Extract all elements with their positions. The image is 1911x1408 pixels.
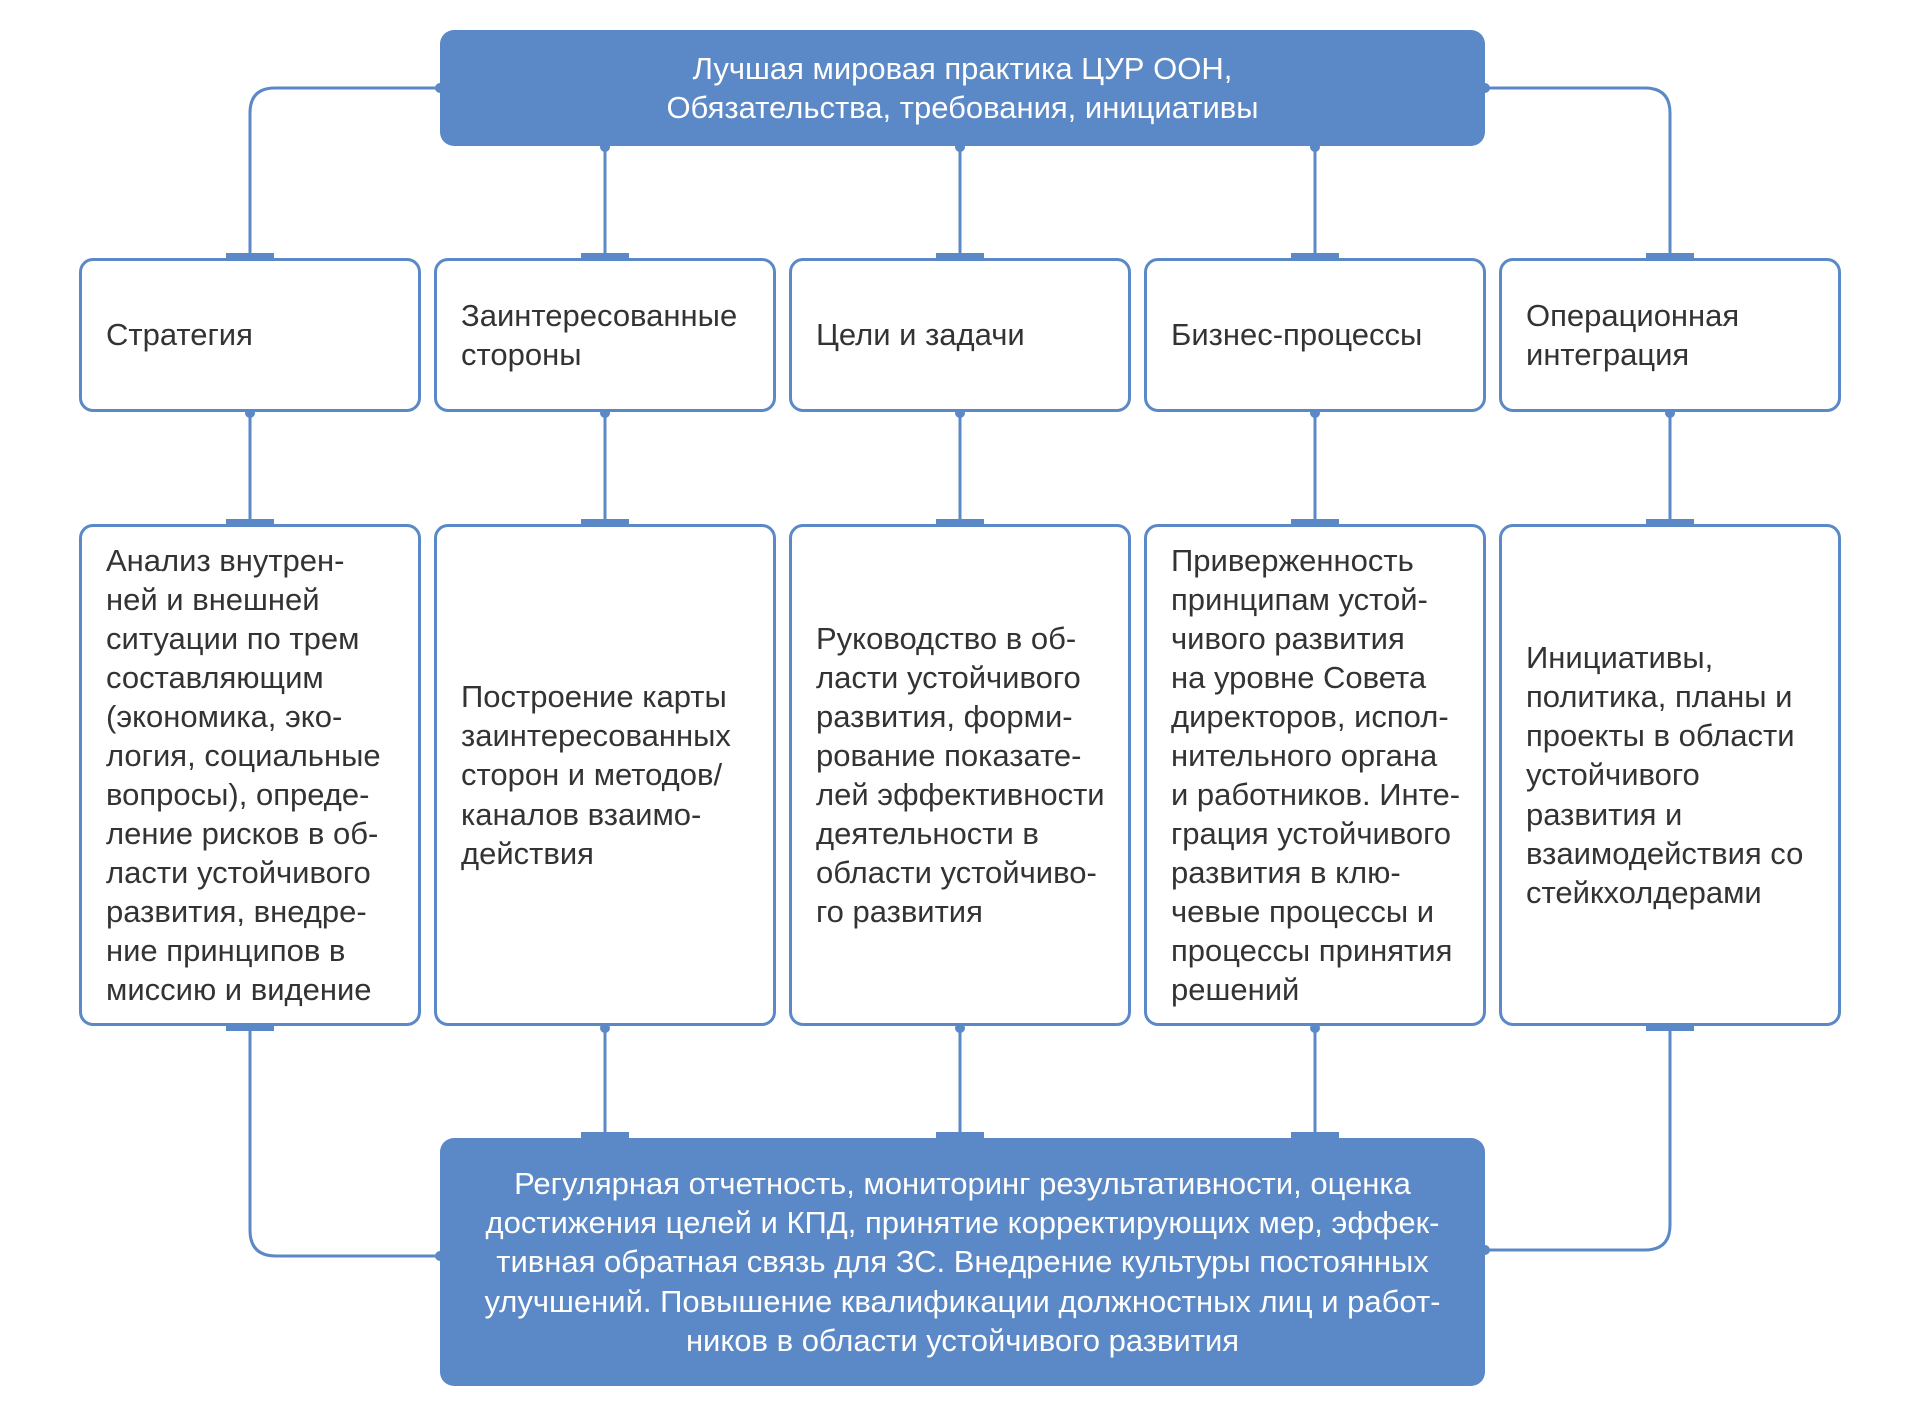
detail-box-stakeholders: Построение карты заинтересованных сторон… (434, 524, 776, 1026)
detail-box-goals: Руководство в об- ласти устойчивого разв… (789, 524, 1131, 1026)
title-strategy: Стратегия (106, 317, 253, 353)
footer-text: Регулярная отчетность, мониторинг резуль… (484, 1166, 1441, 1358)
footer-box: Регулярная отчетность, мониторинг резуль… (440, 1138, 1485, 1386)
detail-stakeholders: Построение карты заинтересованных сторон… (461, 679, 731, 871)
title-box-strategy: Стратегия (79, 258, 421, 412)
title-box-goals: Цели и задачи (789, 258, 1131, 412)
detail-box-business-processes: Приверженность принципам устой- чивого р… (1144, 524, 1486, 1026)
detail-business-processes: Приверженность принципам устой- чивого р… (1171, 542, 1461, 1008)
detail-operational-integration: Инициативы, политика, планы и проекты в … (1526, 640, 1804, 910)
detail-box-operational-integration: Инициативы, политика, планы и проекты в … (1499, 524, 1841, 1026)
title-business-processes: Бизнес-процессы (1171, 317, 1423, 353)
title-box-operational-integration: Операционная интеграция (1499, 258, 1841, 412)
detail-strategy: Анализ внутрен- ней и внешней ситуации п… (106, 542, 381, 1008)
header-box: Лучшая мировая практика ЦУР ООН, Обязате… (440, 30, 1485, 146)
title-box-stakeholders: Заинтересованные стороны (434, 258, 776, 412)
detail-box-strategy: Анализ внутрен- ней и внешней ситуации п… (79, 524, 421, 1026)
title-stakeholders: Заинтересованные стороны (461, 297, 738, 372)
header-text: Лучшая мировая практика ЦУР ООН, Обязате… (666, 50, 1259, 125)
title-box-business-processes: Бизнес-процессы (1144, 258, 1486, 412)
title-operational-integration: Операционная интеграция (1526, 297, 1740, 372)
title-goals: Цели и задачи (816, 317, 1025, 353)
detail-goals: Руководство в об- ласти устойчивого разв… (816, 620, 1105, 930)
